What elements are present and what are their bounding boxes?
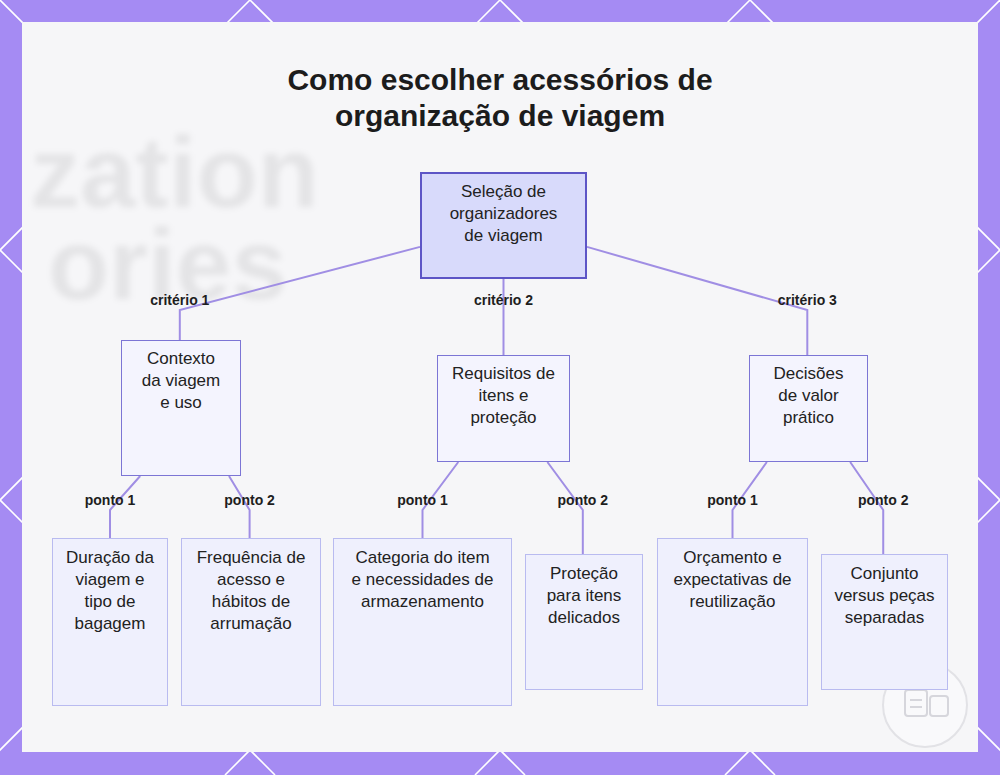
watermark-text: zation [30,122,319,222]
point-box: Orçamento e expectativas de reutilização [657,538,808,706]
criterion-box: Decisões de valor prático [749,355,868,462]
node-text: Requisitos de itens e proteção [452,363,555,429]
logo-icon [905,690,927,716]
connector-line [547,462,582,554]
node-text: Contexto da viagem e uso [140,348,222,414]
node-text: Duração da viagem e tipo de bagagem [65,547,155,635]
connector-line [850,462,883,554]
point-box: Conjunto versus peças separadas [821,554,948,690]
edge-label: critério 3 [778,292,837,308]
edge-label: critério 1 [150,292,209,308]
node-text: Proteção para itens delicados [538,563,630,629]
criterion-box: Contexto da viagem e uso [121,340,241,476]
content-panel [22,22,978,752]
criterion-box: Requisitos de itens e proteção [437,355,570,462]
edge-label: ponto 1 [85,492,136,508]
edge-label: ponto 2 [558,492,609,508]
connector-line [180,247,420,340]
point-box: Categoria do item e necessidades de arma… [333,538,512,706]
diagram-title: Como escolher acessórios de organização … [250,62,750,134]
logo-icon [930,696,948,716]
node-text: Orçamento e expectativas de reutilização [670,547,795,613]
node-text: Seleção de organizadores de viagem [446,181,561,247]
edge-label: ponto 1 [397,492,448,508]
connector-line [587,247,807,355]
edge-label: ponto 2 [224,492,275,508]
point-box: Frequência de acesso e hábitos de arruma… [181,538,321,706]
logo-icon [910,699,922,701]
edge-label: ponto 2 [858,492,909,508]
logo-icon [910,706,922,708]
point-box: Duração da viagem e tipo de bagagem [52,538,168,706]
point-box: Proteção para itens delicados [525,554,643,690]
node-text: Categoria do item e necessidades de arma… [350,547,495,613]
node-text: Decisões de valor prático [764,363,853,429]
connector-line [503,279,505,355]
edge-label: critério 2 [474,292,533,308]
root-box: Seleção de organizadores de viagem [420,172,587,279]
node-text: Frequência de acesso e hábitos de arruma… [196,547,306,635]
node-text: Conjunto versus peças separadas [834,563,935,629]
edge-label: ponto 1 [707,492,758,508]
